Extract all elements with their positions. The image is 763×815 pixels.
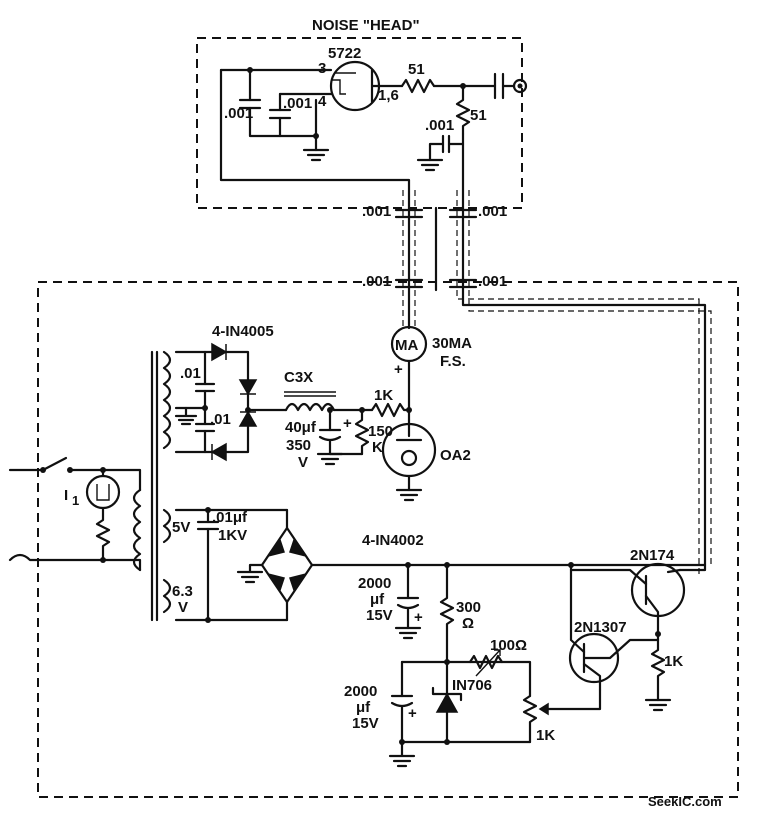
r-300-label: 300 xyxy=(456,599,481,616)
hv-cap-value: 40μf xyxy=(285,419,317,436)
cap-2000a-voltage: 15V xyxy=(366,607,393,624)
feedthrough-top-right xyxy=(448,208,478,219)
meter-fs-label: F.S. xyxy=(440,353,466,370)
hv-filter-cap xyxy=(318,428,342,442)
lv-bridge-outline xyxy=(260,526,314,604)
resistor-51-shunt-label: 51 xyxy=(470,107,487,124)
hv-cap-2-label: .01 xyxy=(210,411,231,428)
cap-2000a-label: 2000 xyxy=(358,575,391,592)
hv-cap-plus: + xyxy=(343,415,352,432)
noise-head-enclosure xyxy=(196,37,523,209)
pot-1k-label: 1K xyxy=(536,727,555,744)
hv-diode-3 xyxy=(238,410,258,427)
cap-2000b-plus: + xyxy=(408,705,417,722)
cap-2000a-plus: + xyxy=(414,609,423,626)
zener-label: IN706 xyxy=(452,677,492,694)
sec-5v-label: 5V xyxy=(172,519,190,536)
transistor-2n1307 xyxy=(568,563,660,692)
resistor-1k-hv xyxy=(370,402,411,418)
lv-diode-4 xyxy=(289,572,308,592)
power-transformer xyxy=(132,350,172,622)
tube-5722-label: 5722 xyxy=(328,45,361,62)
zener-in706 xyxy=(435,692,459,713)
cap-2000a-unit: μf xyxy=(370,591,385,608)
potentiometer-1k xyxy=(522,694,538,744)
hv-rectifier-label: 4-IN4005 xyxy=(212,323,274,340)
resistor-100-adjustable xyxy=(468,654,504,670)
choke-label: C3X xyxy=(284,369,313,386)
transistor-2n174 xyxy=(569,562,686,642)
cap-2000b-label: 2000 xyxy=(344,683,377,700)
head-cap-2-label: .001 xyxy=(283,95,312,112)
resistor-300 xyxy=(439,563,455,664)
watermark: SeekIC.com xyxy=(648,794,722,809)
pin-4-label: 4 xyxy=(318,93,327,110)
cap-2000b-voltage: 15V xyxy=(352,715,379,732)
head-cap-3-label: .001 xyxy=(425,117,454,134)
shielded-cable-signal xyxy=(456,190,712,576)
hv-cap-1-label: .01 xyxy=(180,365,201,382)
head-ground xyxy=(302,148,330,162)
r-150k-label-b: K xyxy=(372,439,383,456)
pin-16-label: 1,6 xyxy=(378,87,399,104)
q1-label: 2N1307 xyxy=(574,619,627,636)
lamp-label: I xyxy=(64,487,68,504)
lamp-sub-label: 1 xyxy=(72,493,79,508)
noise-head-title: NOISE "HEAD" xyxy=(312,17,420,34)
hv-diode-4 xyxy=(210,442,227,462)
oa2-label: OA2 xyxy=(440,447,471,464)
choke-c3x xyxy=(284,402,336,412)
hv-cap-voltage: 350 xyxy=(286,437,311,454)
feed-tr-label: .001 xyxy=(478,203,507,220)
hv-diode-2 xyxy=(238,379,258,396)
r-300-unit: Ω xyxy=(462,615,474,632)
r-1k-emitter-label: 1K xyxy=(664,653,683,670)
main-chassis xyxy=(37,281,739,798)
lv-rectifier-label: 4-IN4002 xyxy=(362,532,424,549)
r-1k-hv-label: 1K xyxy=(374,387,393,404)
power-switch xyxy=(41,456,68,472)
output-cap xyxy=(493,72,505,100)
resistor-51-series-label: 51 xyxy=(408,61,425,78)
cap-1kv-label: .01μf xyxy=(212,509,248,526)
pin-3-label: 3 xyxy=(318,60,326,77)
resistor-150k xyxy=(354,408,370,456)
pilot-lamp xyxy=(85,474,121,510)
sec-63-unit: V xyxy=(178,599,188,616)
meter-label: MA xyxy=(395,337,418,354)
feedthrough-top-left xyxy=(394,208,424,219)
resistor-1k-emitter xyxy=(650,638,666,702)
shielded-cable-hv xyxy=(402,190,416,328)
lv-diode-1 xyxy=(266,538,285,558)
sec-63-label: 6.3 xyxy=(172,583,193,600)
meter-range-label: 30MA xyxy=(432,335,472,352)
resistor-51-shunt xyxy=(455,84,471,136)
lv-diode-2 xyxy=(289,538,308,558)
lv-filter-cap-a xyxy=(396,596,420,610)
r-100-label: 100Ω xyxy=(490,637,527,654)
feed-tl-label: .001 xyxy=(362,203,391,220)
regulator-tube-oa2 xyxy=(381,418,437,478)
hv-cap-unit: V xyxy=(298,454,308,471)
meter-plus-label: + xyxy=(394,361,403,378)
resistor-51-series xyxy=(400,78,436,94)
cap-1kv-voltage: 1KV xyxy=(218,527,247,544)
q2-label: 2N174 xyxy=(630,547,675,564)
output-connector xyxy=(512,78,528,94)
lv-diode-3 xyxy=(266,572,285,592)
head-cap-1-label: .001 xyxy=(224,105,253,122)
cap-2000b-unit: μf xyxy=(356,699,371,716)
hv-diode-1 xyxy=(211,342,228,362)
